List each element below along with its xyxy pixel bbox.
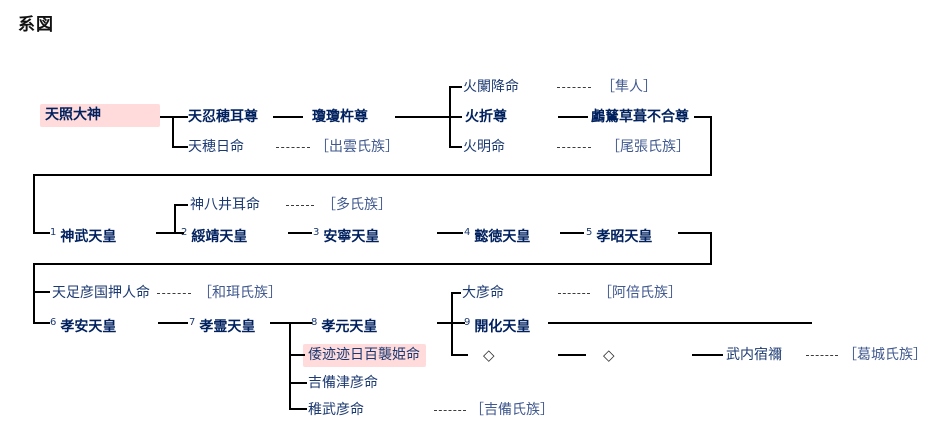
connector-line xyxy=(558,116,588,118)
connector-line xyxy=(449,86,451,148)
connector-line xyxy=(273,116,303,118)
connector-line xyxy=(33,291,50,293)
node-oohiko: 大彦命 xyxy=(462,285,504,301)
connector-line xyxy=(33,174,35,234)
emperor-number: 6 xyxy=(50,317,57,328)
emperor-name: 綏靖天皇 xyxy=(191,229,248,245)
connector-line xyxy=(449,146,462,148)
clan-owari: ［尾張氏族］ xyxy=(606,139,690,155)
connector-line xyxy=(449,86,462,88)
connector-line xyxy=(174,204,176,234)
connector-line xyxy=(437,232,463,234)
emperor-number: 8 xyxy=(311,317,318,328)
emperor-number: 4 xyxy=(464,227,471,238)
connector-line xyxy=(694,116,712,118)
connector-line xyxy=(158,322,188,324)
clan-link-line xyxy=(557,87,591,88)
connector-line xyxy=(33,263,35,324)
connector-line xyxy=(451,292,453,356)
node-amaterasu: 天照大神 xyxy=(40,104,160,127)
emperor-number: 2 xyxy=(181,227,188,238)
node-ninigi: 瓊瓊杵尊 xyxy=(312,109,368,125)
node-ugayafukiaezu: 鸕鶿草葺不合尊 xyxy=(591,109,689,125)
emperor-number: 3 xyxy=(313,227,320,238)
node-unnamed-1: ◇ xyxy=(483,346,495,364)
clan-link-line xyxy=(557,147,591,148)
connector-line xyxy=(172,116,174,148)
connector-line xyxy=(288,232,312,234)
connector-line xyxy=(710,116,712,176)
node-amenohohi: 天穂日命 xyxy=(188,139,244,155)
connector-line xyxy=(560,232,584,234)
node-oshihomimi: 天忍穂耳尊 xyxy=(188,109,258,125)
connector-line xyxy=(33,232,50,234)
node-kamuyaimimi: 神八井耳命 xyxy=(190,197,260,213)
connector-line xyxy=(692,354,723,356)
clan-izumo: ［出雲氏族］ xyxy=(315,139,399,155)
clan-link-line xyxy=(157,293,191,294)
page-title: 系図 xyxy=(18,15,54,35)
emperor-name: 安寧天皇 xyxy=(323,229,380,245)
node-unnamed-2: ◇ xyxy=(603,346,615,364)
connector-line xyxy=(156,232,184,234)
clan-link-line xyxy=(286,205,314,206)
clan-abe: ［阿倍氏族］ xyxy=(598,285,682,301)
connector-line xyxy=(678,232,712,234)
clan-kibi: ［吉備氏族］ xyxy=(470,402,554,418)
connector-line xyxy=(451,354,468,356)
connector-line xyxy=(33,263,712,265)
connector-line xyxy=(395,116,462,118)
clan-hayato: ［隼人］ xyxy=(601,79,657,95)
emperor-name: 神武天皇 xyxy=(60,229,117,245)
emperor-name: 孝元天皇 xyxy=(321,319,378,335)
emperor-name: 孝霊天皇 xyxy=(199,319,256,335)
emperor-number: 7 xyxy=(189,317,196,328)
clan-wani: ［和珥氏族］ xyxy=(198,285,282,301)
emperor-name: 懿徳天皇 xyxy=(474,229,531,245)
node-takeuchi: 武内宿禰 xyxy=(726,347,782,363)
clan-oo: ［多氏族］ xyxy=(322,197,392,213)
node-ametarashihiko: 天足彦国押人命 xyxy=(52,285,150,301)
connector-line xyxy=(172,146,188,148)
clan-katsuragi: ［葛城氏族］ xyxy=(843,347,927,363)
connector-line xyxy=(548,322,812,324)
emperor-number: 5 xyxy=(586,227,593,238)
node-kibitsuhiko: 吉備津彦命 xyxy=(308,375,378,391)
node-hoakari: 火明命 xyxy=(463,139,505,155)
connector-line xyxy=(451,292,461,294)
node-wakatakehiko: 稚武彦命 xyxy=(308,402,364,418)
connector-line xyxy=(289,408,307,410)
connector-line xyxy=(558,354,586,356)
connector-line xyxy=(710,232,712,265)
emperor-number: 1 xyxy=(50,227,57,238)
connector-line xyxy=(33,174,712,176)
clan-link-line xyxy=(276,147,310,148)
node-hoori: 火折尊 xyxy=(465,109,507,125)
clan-link-line xyxy=(558,293,590,294)
connector-line xyxy=(289,354,305,356)
connector-line xyxy=(270,322,312,324)
connector-line xyxy=(174,204,188,206)
emperor-name: 開化天皇 xyxy=(474,319,531,335)
node-hosuseri: 火闌降命 xyxy=(463,79,519,95)
emperor-name: 孝安天皇 xyxy=(60,319,117,335)
connector-line xyxy=(289,382,307,384)
clan-link-line xyxy=(806,355,838,356)
connector-line xyxy=(160,116,188,118)
connector-line xyxy=(33,322,50,324)
emperor-number: 9 xyxy=(464,317,471,328)
connector-line xyxy=(289,322,291,410)
clan-link-line xyxy=(434,410,466,411)
node-momosohime: 倭迹迹日百襲姫命 xyxy=(303,344,426,367)
emperor-name: 孝昭天皇 xyxy=(596,229,653,245)
